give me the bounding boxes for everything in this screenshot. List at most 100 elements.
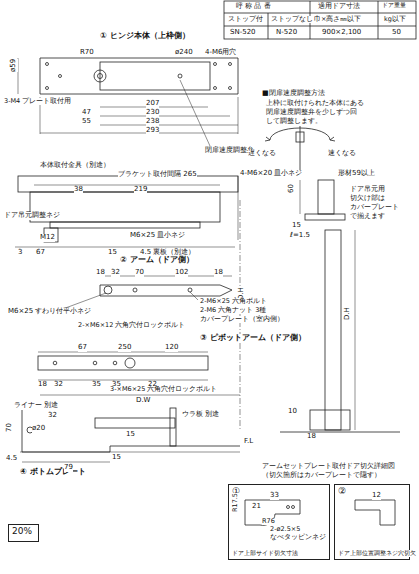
callout-text: して調整します。 <box>266 118 322 125</box>
callout-text: ライナー 別途 <box>14 402 58 410</box>
callout-text: ブラケット取付間隔 265 <box>118 171 197 179</box>
dimension: 219 <box>134 186 147 194</box>
dimension: 18 <box>307 433 316 441</box>
dimension: 2-×M6×12 六角穴付ロックボルト <box>78 322 185 329</box>
callout-text: ドア重量 <box>382 2 406 9</box>
dimension: 38 <box>74 186 83 194</box>
callout-text: M6×25 皿小ネジ <box>130 232 186 240</box>
dimension: 3 <box>18 249 22 257</box>
dimension: 250 <box>118 344 131 352</box>
callout-text: 呼 称 品 番 <box>236 3 271 11</box>
callout-text: 上枠に取付けられた本体にある <box>266 100 364 107</box>
callout-text: ストップ付 <box>228 16 263 23</box>
callout-text: SN-520 <box>230 29 256 37</box>
callout-text: ドア上部サイド切欠寸法 <box>232 550 298 557</box>
door-frame-section <box>280 180 400 432</box>
callout-text: ウラ板 別途 <box>182 411 219 419</box>
callout-text: ドア吊元調整ネジ <box>4 212 60 220</box>
dimension: 47 <box>82 109 91 117</box>
dimension: 102 <box>175 269 188 277</box>
dimension: 18 <box>38 381 47 389</box>
dimension: 60 <box>288 184 296 193</box>
dimension: 293 <box>146 127 159 135</box>
callout-text: 本体取付金具（別途） <box>40 162 110 170</box>
dimension: 32 <box>48 412 57 420</box>
dimension: 230 <box>146 109 159 117</box>
dimension: 4.5 <box>6 455 17 463</box>
dimension: 18 <box>214 269 223 277</box>
dimension: 35 <box>92 381 101 389</box>
dimension: 32 <box>54 381 63 389</box>
callout-text: D.W <box>136 397 151 405</box>
dimension: 18 <box>96 269 105 277</box>
valve-sketch <box>265 126 335 170</box>
dimension: 21 <box>252 503 261 511</box>
dimension: 238 <box>146 118 159 126</box>
dimension: 15 <box>292 222 301 230</box>
dimension: 2-M6 六角ナット 3種 <box>200 307 267 314</box>
callout-text: ストップなし <box>271 16 313 23</box>
dimension: 70 <box>6 423 14 432</box>
dimension: 15 <box>108 249 117 257</box>
callout-text: kg以下 <box>384 16 406 23</box>
dimension: 12 <box>372 492 381 500</box>
dimension: 70 <box>135 269 144 277</box>
callout-text: ② アーム（ドア側） <box>120 256 194 265</box>
dimension: 67 <box>36 249 45 257</box>
callout-text: ドア吊元用 <box>350 186 385 193</box>
bottom-plate <box>20 408 240 462</box>
callout-text: （切欠箇所はカバープレートで隠す） <box>262 472 381 479</box>
detail-box: ① <box>228 484 330 560</box>
pivot-arm <box>38 352 240 395</box>
dimension: ø240 <box>175 49 193 57</box>
callout-text: 巾×高さ㎜以下 <box>314 16 361 23</box>
callout-text: カバープレート（室内側） <box>200 316 284 323</box>
dimension: 2-M6×25 六角ボルト <box>200 298 267 305</box>
callout-text: で揃えます <box>350 213 385 220</box>
callout-text: M6×25 すわり付平小ネジ <box>8 308 92 316</box>
callout-text: M12 <box>40 234 55 242</box>
callout-text: 閉扉速度調整弁を少しずつ回 <box>266 109 357 116</box>
dimension: 67 <box>78 344 87 352</box>
dimension: ø59 <box>10 59 18 72</box>
callout-text: アームセットプレート取付ドア切欠詳細図 <box>262 463 395 470</box>
dimension: 3-M4 プレート取付用 <box>4 98 71 105</box>
callout-text: ④ ボトムプレート <box>20 468 86 477</box>
dimension: R76 <box>262 518 275 525</box>
dimension: 3-×M6×25 六角穴付ロックボルト <box>110 386 217 393</box>
callout-text: 閉扉速度調整弁 <box>205 147 254 155</box>
callout-text: なべタッピンネジ <box>270 534 326 541</box>
dimension: 55 <box>82 118 91 126</box>
dimension: R17.5 <box>232 493 239 512</box>
callout-text: ℓ=1.5 <box>290 232 310 240</box>
dimension: 10 <box>288 408 297 416</box>
scale-box: 20% <box>8 524 39 542</box>
dimension: 50 <box>392 29 401 37</box>
callout-text: カバープレート <box>350 204 399 211</box>
callout-text: N-520 <box>276 29 297 37</box>
callout-text: 切欠け部は <box>350 195 385 202</box>
dimension: ø20 <box>32 425 45 433</box>
dimension: 2-ø2.5×5 <box>270 526 300 533</box>
dimension: R70 <box>80 49 94 57</box>
dimension: 15 <box>126 431 135 439</box>
callout-text: 遅くなる <box>248 150 276 158</box>
dimension: 4-M6×20 皿小ネジ <box>240 170 302 178</box>
dimension: 207 <box>146 100 159 108</box>
spec-table <box>224 1 416 39</box>
callout-text: F.L <box>244 438 253 446</box>
dimension: 79 <box>64 464 73 472</box>
dimension: 120 <box>165 344 178 352</box>
detail-number: ① <box>229 485 329 499</box>
dimension: 4-M6用穴 <box>205 49 236 57</box>
detail-number: 20% <box>9 525 38 539</box>
callout-text: 形材59以上 <box>338 170 375 178</box>
callout-text: ■閉扉速度調整方法 <box>262 90 325 98</box>
dimension: 900×2,100 <box>322 29 361 37</box>
dimension: 33 <box>270 492 279 500</box>
callout-text: 適用ドア寸法 <box>318 3 360 11</box>
notch-details <box>245 500 395 525</box>
dimension: 15 <box>112 454 121 462</box>
callout-text: D.H <box>344 307 352 320</box>
